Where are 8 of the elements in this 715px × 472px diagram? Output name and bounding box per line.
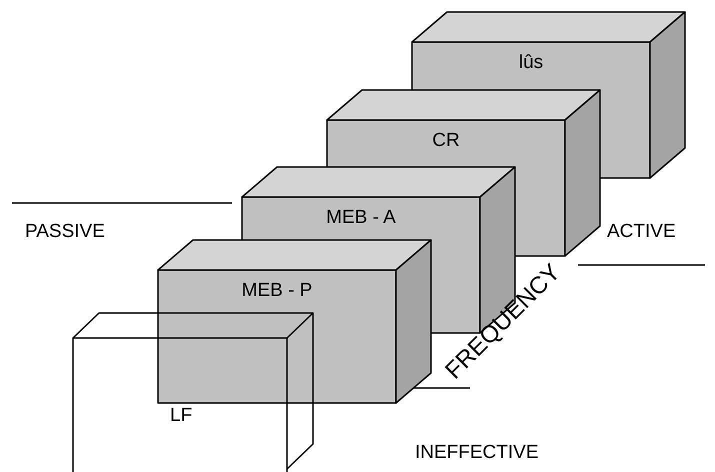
block-label: LF [170, 405, 192, 427]
region-label: PASSIVE [25, 221, 105, 243]
block-label: lûs [518, 52, 544, 74]
region-label: INEFFECTIVE [415, 442, 539, 464]
region-label: ACTIVE [607, 221, 676, 243]
block-label: CR [431, 130, 461, 152]
block-label: MEB - A [325, 207, 397, 229]
block-label: MEB - P [240, 280, 314, 302]
